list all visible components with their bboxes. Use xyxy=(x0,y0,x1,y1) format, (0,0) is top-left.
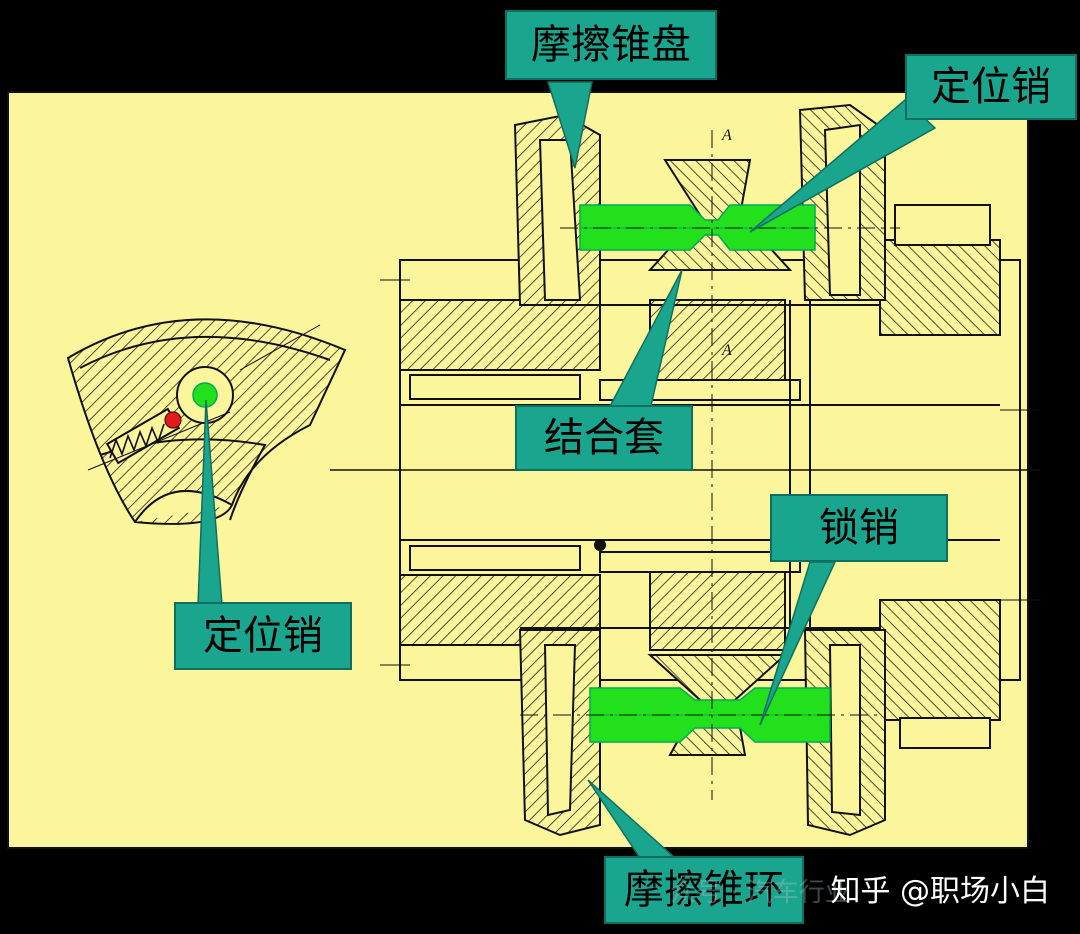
section-mark-a-mid: A xyxy=(721,342,732,359)
label-locating-pin-left: 定位销 xyxy=(174,602,352,670)
label-locating-pin-top: 定位销 xyxy=(905,54,1077,120)
label-coupling-sleeve: 结合套 xyxy=(515,405,693,471)
faint-watermark: 众号 · 汽车行业 xyxy=(670,878,851,908)
pointer-lock-pin xyxy=(759,561,837,726)
inset-locating-pin xyxy=(192,382,218,408)
label-lock-pin: 锁销 xyxy=(770,494,948,562)
inset-ball-red xyxy=(164,411,182,429)
section-mark-a-top: A xyxy=(721,127,732,144)
pointer-friction-cone-disc xyxy=(546,81,593,169)
label-friction-cone-ring: 摩擦锥环 xyxy=(604,856,804,924)
zhihu-watermark: 知乎 @职场小白 xyxy=(830,874,1050,909)
label-friction-cone-disc: 摩擦锥盘 xyxy=(505,10,717,80)
